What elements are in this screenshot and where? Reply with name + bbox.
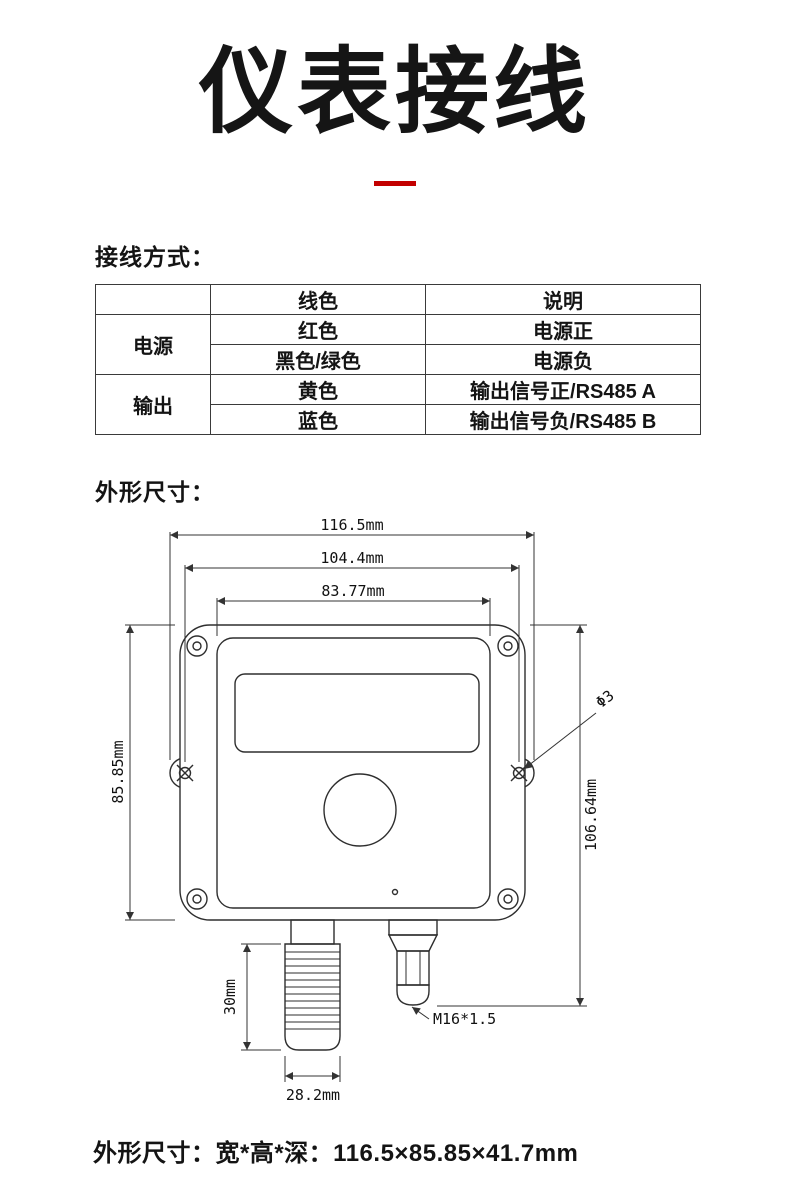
sensor-button — [323, 773, 397, 847]
dim-width-holes-label: 104.4mm — [320, 549, 383, 567]
cell-description: 电源负 — [425, 344, 701, 375]
cell-wire-color: 黑色/绿色 — [210, 344, 426, 375]
cell-wire-color: 红色 — [210, 314, 426, 345]
header-cell-description: 说明 — [425, 284, 701, 315]
group-cell-power: 电源 — [95, 314, 211, 375]
dim-height-body-label: 85.85mm — [109, 740, 127, 803]
title-underline-accent — [374, 181, 416, 186]
table-header-row: 线色 说明 — [95, 284, 701, 315]
cable-gland — [387, 919, 439, 1006]
table-row: 输出 黄色 输出信号正/RS485 A — [95, 374, 701, 435]
dim-probe-length-label: 30mm — [221, 979, 239, 1015]
page-title: 仪表接线 — [198, 39, 591, 144]
led-hole — [391, 888, 399, 896]
cell-description: 输出信号负/RS485 B — [425, 404, 701, 435]
mounting-hole-left — [176, 764, 194, 782]
device-face-panel — [216, 637, 491, 909]
dimensions-heading: 外形尺寸： — [95, 479, 215, 505]
cell-wire-color: 黄色 — [210, 374, 426, 405]
cell-description: 输出信号正/RS485 A — [425, 374, 701, 405]
screw-hole-top-left — [186, 635, 208, 657]
header-cell-wire-color: 线色 — [210, 284, 426, 315]
display-window — [234, 673, 480, 753]
table-row: 蓝色 输出信号负/RS485 B — [96, 404, 701, 435]
screw-hole-top-right — [497, 635, 519, 657]
dim-gland-thread-label: M16*1.5 — [433, 1010, 496, 1028]
table-row: 黑色/绿色 电源负 — [96, 344, 701, 375]
dim-probe-width-label: 28.2mm — [286, 1086, 340, 1104]
wiring-method-heading: 接线方式： — [95, 244, 215, 270]
dim-width-overall-label: 116.5mm — [320, 516, 383, 534]
dim-width-inner-label: 83.77mm — [321, 582, 384, 600]
cell-wire-color: 蓝色 — [210, 404, 426, 435]
cell-description: 电源正 — [425, 314, 701, 345]
wiring-table: 线色 说明 电源 红色 电源正 黑色/绿色 电源负 输出 黄色 输出信号正/RS… — [95, 284, 701, 435]
probe-filter — [284, 919, 341, 1051]
dimension-labels: 116.5mm 104.4mm 83.77mm 85.85mm 106.64mm… — [109, 516, 618, 1104]
dim-height-overall-label: 106.64mm — [582, 779, 600, 851]
group-cell-output: 输出 — [95, 374, 211, 435]
dim-hole-diameter-label: Φ3 — [592, 686, 617, 711]
footer-dimensions-summary: 外形尺寸：宽*高*深：116.5×85.85×41.7mm — [93, 1140, 579, 1167]
dimension-lines — [125, 531, 597, 1082]
header-cell-empty — [95, 284, 211, 315]
mounting-hole-right — [510, 764, 528, 782]
screw-hole-bottom-right — [497, 888, 519, 910]
device-body-outline — [179, 624, 526, 921]
probe-ribs — [285, 951, 340, 1030]
technical-drawing: 116.5mm 104.4mm 83.77mm 85.85mm 106.64mm… — [109, 516, 618, 1104]
device-outline — [169, 624, 535, 1051]
screw-hole-bottom-left — [186, 888, 208, 910]
table-row: 电源 红色 电源正 — [95, 314, 701, 375]
